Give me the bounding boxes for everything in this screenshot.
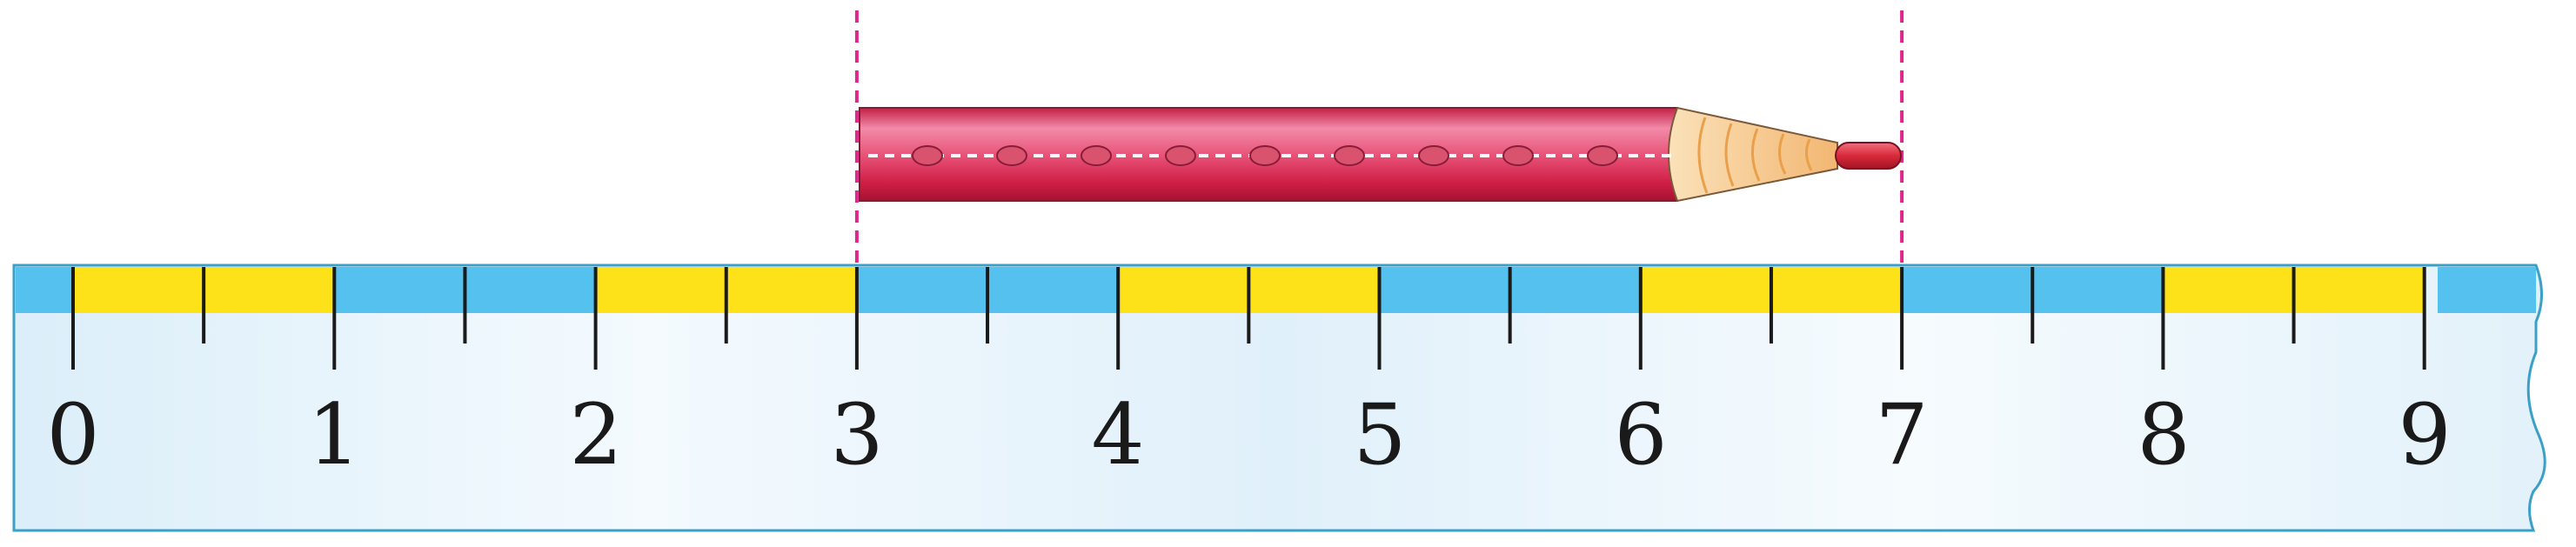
ruler-band-segment [73,267,204,313]
ruler-band-segment [2032,267,2164,313]
ruler-band-segment [334,267,465,313]
ruler-band-segment [726,267,858,313]
ruler-band-left-end [16,267,73,313]
tick-label-4: 4 [1091,386,1144,484]
ruler-color-bands [73,267,2425,313]
ruler-band-segment [1640,267,1772,313]
ruler-band-segment [2163,267,2295,313]
pencil-dots [912,145,1618,166]
ruler-labels: 0 1 2 3 4 5 6 7 8 9 [46,386,2451,484]
ruler-band-right-end [2438,267,2536,313]
ruler-body [12,263,2546,532]
ruler-band-segment [1509,267,1642,313]
tick-label-7: 7 [1875,386,1928,484]
ruler-band-segment [204,267,335,313]
pencil [859,106,1902,203]
tick-label-0: 0 [46,386,99,484]
tick-label-8: 8 [2137,386,2190,484]
pencil-tip-shavings [1697,117,1813,194]
tick-label-1: 1 [307,386,360,484]
alignment-guides [854,10,1904,266]
ruler-ticks [71,267,2426,370]
tick-label-6: 6 [1614,386,1667,484]
ruler-band-segment [2293,267,2425,313]
ruler-band-segment [1379,267,1511,313]
ruler-band-segment [1248,267,1380,313]
ruler-band-segment [595,267,727,313]
tick-label-9: 9 [2398,386,2451,484]
ruler-band-segment [1118,267,1249,313]
ruler-band-segment [987,267,1119,313]
ruler-band-segment [1770,267,1903,313]
tick-label-5: 5 [1353,386,1406,484]
ruler-band-segment [465,267,597,313]
pencil-lead [1835,142,1902,170]
ruler-band-segment [1902,267,2033,313]
ruler: 0 1 2 3 4 5 6 7 8 9 [12,263,2546,532]
tick-label-2: 2 [569,386,622,484]
tick-label-3: 3 [830,386,883,484]
ruler-band-segment [856,267,988,313]
